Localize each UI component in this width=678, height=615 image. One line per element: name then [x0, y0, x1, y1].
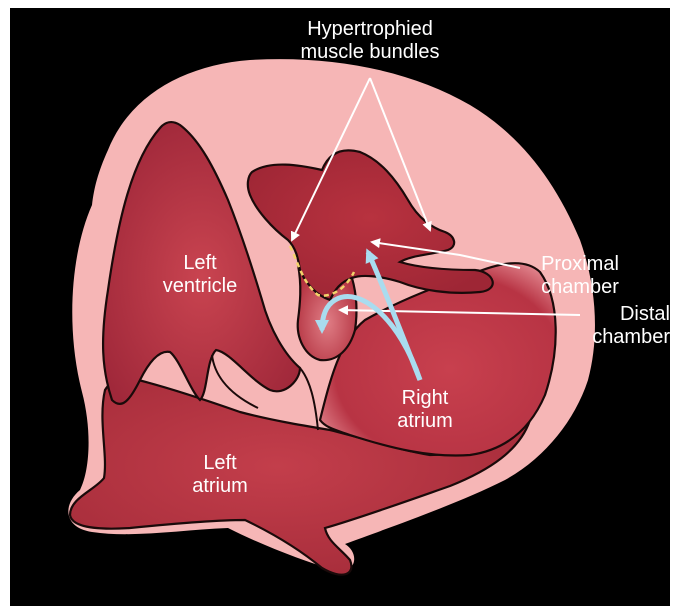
- label-right-atrium: Right atrium: [375, 387, 475, 433]
- label-left-atrium: Left atrium: [175, 452, 265, 498]
- label-hypertrophied-muscle-bundles: Hypertrophied muscle bundles: [282, 18, 458, 64]
- label-proximal-chamber: Proximal chamber: [530, 253, 630, 299]
- label-distal-chamber: Distal chamber: [588, 303, 670, 349]
- label-left-ventricle: Left ventricle: [148, 252, 252, 298]
